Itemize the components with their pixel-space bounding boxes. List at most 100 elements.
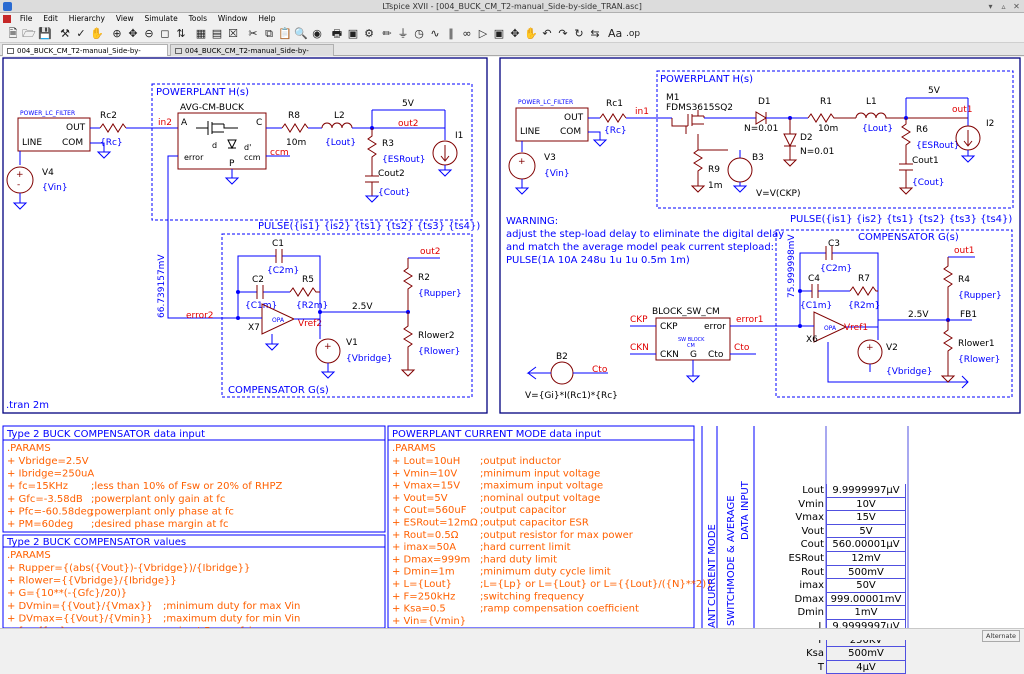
resistor-icon[interactable]: ∿ — [430, 27, 440, 40]
zoom-fit-icon[interactable]: ◻ — [160, 27, 170, 40]
param-line[interactable]: + ESRout=12mΩ — [392, 518, 478, 529]
paste-icon[interactable]: 📋 — [278, 27, 292, 40]
menu-view[interactable]: View — [115, 14, 134, 23]
avg-cm-buck-block[interactable] — [177, 112, 267, 170]
param-line[interactable]: + Vbridge=2.5V — [7, 456, 89, 467]
table-value[interactable]: 999.00001mV — [826, 592, 906, 607]
print-icon[interactable]: 🖶 — [331, 27, 343, 40]
param-line[interactable]: + Dmax=999m — [392, 554, 470, 565]
param-line[interactable]: + L={Lout} — [392, 579, 452, 590]
ground-icon[interactable]: ⏚ — [397, 27, 409, 40]
param-line[interactable]: + imax=50A — [392, 542, 456, 553]
binoculars-icon[interactable]: ◉ — [312, 27, 322, 40]
resistor-r1[interactable] — [807, 113, 856, 123]
save-icon[interactable]: 💾 — [38, 27, 52, 40]
draw-wire-icon[interactable]: ✏ — [382, 27, 392, 40]
zoom-out-icon[interactable]: ⊖ — [144, 27, 154, 40]
schematic-canvas[interactable]: POWERPLANT H(s) POWER_LC_FILTER OUT COM … — [0, 57, 1024, 674]
table-value[interactable]: 9.9999997µV — [826, 484, 906, 498]
minimize-icon[interactable]: ▾ — [988, 2, 993, 11]
capacitor-cout2[interactable] — [365, 168, 379, 196]
new-schematic-icon[interactable]: 🗎 — [8, 27, 18, 40]
halt-icon[interactable]: ✋ — [90, 27, 104, 40]
inductor-icon[interactable]: ∞ — [462, 27, 472, 40]
behavioral-source-b2[interactable] — [550, 361, 574, 385]
undo-icon[interactable]: ↶ — [542, 27, 552, 40]
param-line[interactable]: + Rout=0.5Ω — [392, 530, 459, 541]
close-window-icon[interactable]: ☒ — [228, 27, 238, 40]
resistor-r8[interactable] — [281, 123, 309, 133]
capacitor-c2[interactable] — [256, 285, 264, 299]
component-icon[interactable]: ▣ — [493, 27, 505, 40]
param-line[interactable]: + Lout=10uH — [392, 456, 460, 467]
resistor-r2[interactable] — [403, 258, 413, 312]
lc-filter-block[interactable] — [515, 107, 589, 142]
diode-d2[interactable] — [782, 118, 798, 167]
copy-icon[interactable]: ⧉ — [265, 27, 273, 40]
params-header[interactable]: .PARAMS — [7, 443, 51, 454]
table-value[interactable]: 4µV — [826, 660, 906, 674]
resistor-rlower1[interactable] — [940, 320, 956, 383]
tab-schematic[interactable]: 004_BUCK_CM_T2-manual_Side-by-side_TRAN.… — [2, 44, 168, 67]
param-line[interactable]: + DVmin={{Vout}/{Vmax}} — [7, 601, 153, 612]
resistor-r6[interactable] — [898, 118, 914, 195]
table-value[interactable]: 500mV — [826, 647, 906, 661]
inductor-l2[interactable] — [321, 122, 353, 129]
resistor-rlower2[interactable] — [400, 312, 416, 377]
redo-icon[interactable]: ↷ — [558, 27, 568, 40]
capacitor-c3[interactable] — [825, 246, 833, 260]
params-header[interactable]: .PARAMS — [7, 550, 51, 561]
mosfet-m1[interactable] — [671, 110, 705, 134]
control-panel-icon[interactable]: ⚒ — [60, 27, 70, 40]
move-icon[interactable]: ✥ — [510, 27, 520, 40]
param-line[interactable]: + DVmax={{Vout}/{Vmin}} — [7, 613, 153, 624]
rotate-icon[interactable]: ↻ — [574, 27, 584, 40]
table-value[interactable]: 12mV — [826, 552, 906, 566]
param-line[interactable]: + Dmin=1m — [392, 567, 455, 578]
table-value[interactable]: 15V — [826, 511, 906, 525]
resistor-r3[interactable] — [367, 128, 377, 168]
setup-icon[interactable]: ⚙ — [364, 27, 374, 40]
maximize-icon[interactable]: ▵ — [1001, 2, 1006, 11]
table-value[interactable]: 560.00001µV — [826, 538, 906, 552]
param-line[interactable]: + Gfc=-3.58dB — [7, 494, 83, 505]
resistor-r4[interactable] — [943, 257, 953, 320]
menu-hierarchy[interactable]: Hierarchy — [68, 14, 105, 23]
param-line[interactable]: + Rlower={{Vbridge}/{Ibridge}} — [7, 576, 177, 587]
capacitor-c4[interactable] — [811, 284, 819, 298]
opamp-x6[interactable] — [813, 311, 848, 343]
resistor-r5[interactable] — [289, 287, 320, 297]
resistor-r7[interactable] — [849, 286, 878, 296]
param-line[interactable]: + F=250kHz — [392, 591, 455, 602]
capacitor-c1[interactable] — [275, 249, 283, 263]
menu-help[interactable]: Help — [258, 14, 276, 23]
param-line[interactable]: + Vout=5V — [392, 493, 448, 504]
param-line[interactable]: + Ksa=0.5 — [392, 604, 446, 615]
resistor-rc2[interactable] — [99, 123, 127, 133]
diode-d1[interactable] — [755, 111, 767, 125]
menu-file[interactable]: File — [19, 14, 33, 23]
text-tool-icon[interactable]: Aa — [608, 27, 623, 40]
label-net-icon[interactable]: ◷ — [414, 27, 424, 40]
find-icon[interactable]: 🔍 — [294, 27, 308, 40]
table-value[interactable]: 1mV — [826, 606, 906, 620]
diode-icon[interactable]: ▷ — [478, 27, 488, 40]
tran-directive[interactable]: .tran 2m — [6, 400, 49, 411]
lc-filter-block[interactable] — [17, 117, 91, 152]
menu-tools[interactable]: Tools — [188, 14, 208, 23]
run-icon[interactable]: ✓ — [76, 27, 86, 40]
capacitor-icon[interactable]: ∥ — [448, 27, 454, 40]
spice-directive-icon[interactable]: .op — [626, 29, 641, 39]
behavioral-source-b3[interactable] — [727, 157, 753, 183]
drag-icon[interactable]: ✋ — [524, 27, 538, 40]
table-value[interactable]: 50V — [826, 579, 906, 593]
resistor-r9[interactable] — [690, 134, 728, 193]
param-line[interactable]: + Cout=560uF — [392, 505, 467, 516]
table-value[interactable]: 500mV — [826, 565, 906, 580]
param-line[interactable]: + Ibridge=250uA — [7, 469, 94, 480]
cascade-icon[interactable]: ▤ — [211, 27, 223, 40]
table-value[interactable]: 5V — [826, 524, 906, 539]
param-line[interactable]: + Rupper={(abs({Vout})-{Vbridge})/{Ibrid… — [7, 563, 250, 574]
inductor-l1[interactable] — [855, 112, 968, 119]
tile-icon[interactable]: ▦ — [195, 27, 207, 40]
